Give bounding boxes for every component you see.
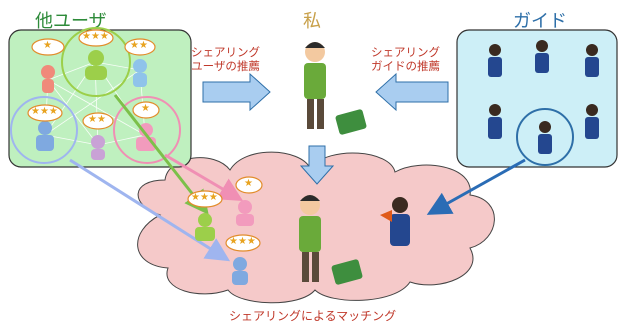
traveler-me-icon bbox=[304, 42, 367, 135]
rating-stars: ★ bbox=[43, 40, 52, 51]
blue-user-left-icon bbox=[36, 121, 54, 151]
guide-figures bbox=[488, 40, 599, 154]
others-header: 他ユーザ bbox=[35, 11, 107, 32]
rating-stars: ★ bbox=[141, 103, 150, 114]
user-rec-line2: ユーザの推薦 bbox=[191, 59, 260, 73]
me-header: 私 bbox=[303, 11, 321, 32]
panel-users bbox=[36, 50, 156, 160]
rating-stars: ★★★ bbox=[191, 192, 218, 203]
selected-guide-ring bbox=[516, 108, 574, 166]
matched-green-user-icon bbox=[195, 213, 215, 241]
rating-stars: ★★★ bbox=[229, 236, 256, 247]
me-to-matching-arrow bbox=[299, 145, 335, 185]
rating-stars: ★★★ bbox=[82, 31, 109, 42]
rating-stars: ★★ bbox=[88, 114, 106, 125]
guide-rec-line1: シェアリング bbox=[371, 45, 440, 59]
guide-to-me-arrow bbox=[375, 72, 449, 112]
green-user-match-arrow bbox=[113, 94, 209, 215]
guide-icon bbox=[538, 121, 552, 154]
blue-user-ring bbox=[10, 96, 78, 164]
matched-blue-user-icon bbox=[232, 257, 248, 285]
user-rec-line1: シェアリング bbox=[191, 45, 260, 59]
matched-guide-icon bbox=[380, 197, 410, 246]
guide-icon bbox=[585, 104, 599, 139]
guide-icon bbox=[535, 40, 549, 73]
rating-stars: ★★★ bbox=[31, 106, 58, 117]
purple-user-icon bbox=[91, 135, 105, 160]
guide-match-arrow bbox=[426, 158, 526, 215]
matched-traveler-icon bbox=[299, 195, 363, 285]
blue-user-top-icon bbox=[133, 59, 147, 87]
green-user-icon bbox=[85, 50, 107, 80]
pink-user-ring bbox=[113, 96, 181, 164]
guide-header: ガイド bbox=[513, 11, 567, 32]
user-to-me-arrow bbox=[202, 72, 271, 112]
pink-user-match-arrow bbox=[164, 153, 244, 202]
guide-icon bbox=[488, 44, 502, 77]
rating-stars: ★ bbox=[244, 178, 253, 189]
blue-user-match-arrow bbox=[69, 158, 231, 262]
matching-label: シェアリングによるマッチング bbox=[229, 309, 397, 323]
rating-bubbles-layer bbox=[27, 29, 263, 252]
green-user-ring bbox=[61, 27, 131, 97]
matched-pink-user-icon bbox=[236, 200, 254, 226]
guide-icon bbox=[488, 104, 502, 139]
user-recommendation-label: シェアリング ユーザの推薦 bbox=[191, 45, 260, 73]
red-user-icon bbox=[41, 65, 55, 93]
guide-icon bbox=[585, 44, 599, 77]
guide-rec-line2: ガイドの推薦 bbox=[371, 59, 440, 73]
guide-recommendation-label: シェアリング ガイドの推薦 bbox=[371, 45, 440, 73]
rating-stars: ★★ bbox=[130, 40, 148, 51]
